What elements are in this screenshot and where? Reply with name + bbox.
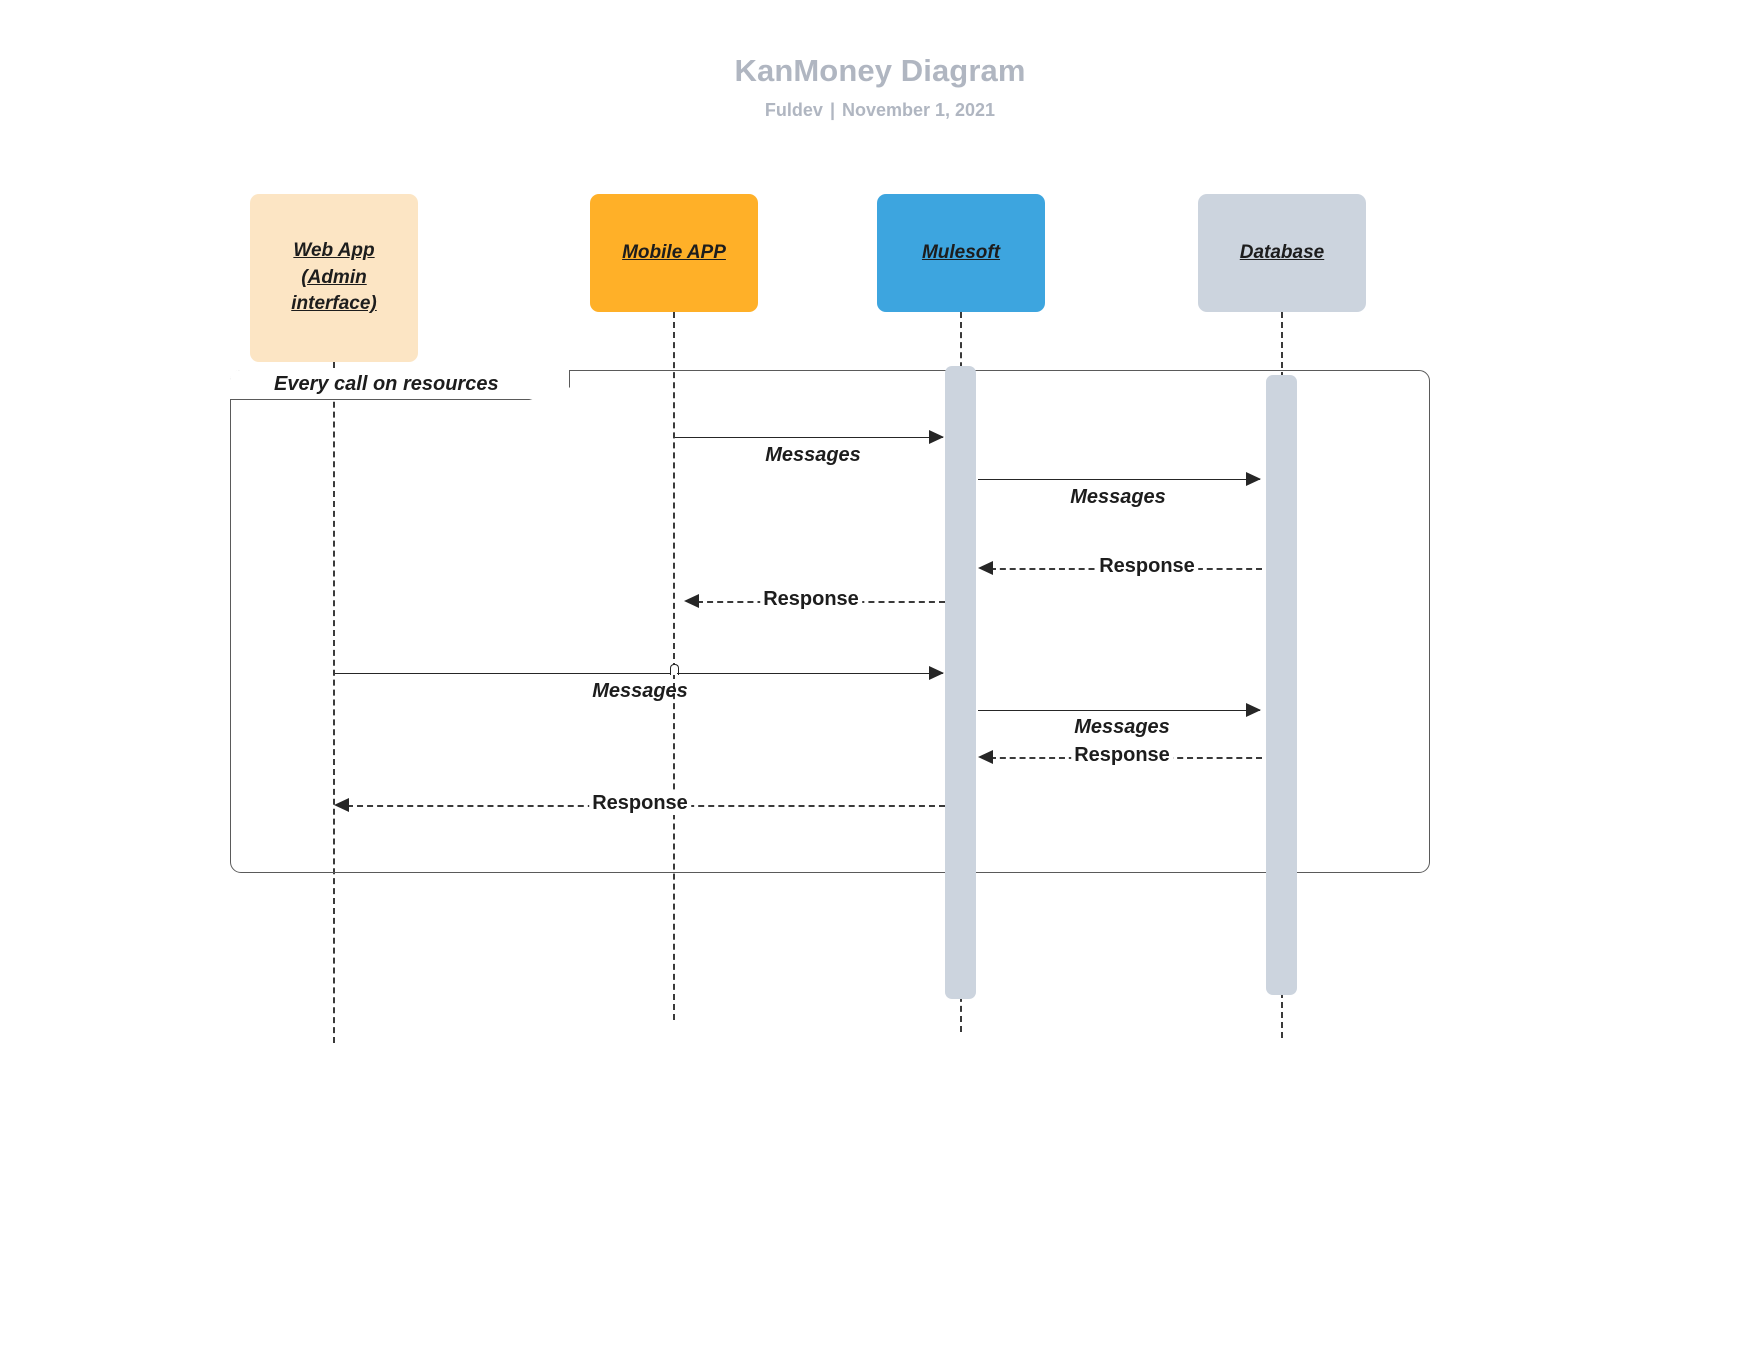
message-arrowhead-5 — [929, 666, 944, 680]
message-arrowhead-7 — [978, 750, 993, 764]
message-label-1: Messages — [765, 444, 861, 466]
fragment-label: Every call on resources — [274, 373, 499, 395]
diagram-subtitle: Fuldev | November 1, 2021 — [0, 100, 1760, 121]
message-arrowhead-8 — [334, 798, 349, 812]
message-line-6 — [978, 710, 1260, 711]
message-arrowhead-3 — [978, 561, 993, 575]
participant-label-mobile-app: Mobile APP — [622, 241, 726, 263]
diagram-header: KanMoney Diagram Fuldev | November 1, 2021 — [0, 52, 1760, 121]
activation-bar-mulesoft — [945, 366, 976, 999]
message-line-5a — [335, 673, 670, 674]
message-lifeline-hop-5 — [670, 664, 679, 675]
message-arrowhead-2 — [1246, 472, 1261, 486]
participant-label-mulesoft: Mulesoft — [921, 241, 1001, 263]
fragment-every-call-on-resources — [230, 370, 1430, 873]
diagram-date: November 1, 2021 — [841, 100, 996, 121]
fragment-tab — [230, 370, 570, 400]
message-label-4: Response — [760, 588, 862, 611]
message-label-7: Response — [1071, 744, 1173, 767]
message-arrowhead-6 — [1246, 703, 1261, 717]
participant-database[interactable]: Database — [1198, 194, 1366, 312]
participant-mobile-app[interactable]: Mobile APP — [590, 194, 758, 312]
subtitle-separator: | — [829, 100, 835, 121]
message-line-2 — [978, 479, 1260, 480]
message-arrowhead-4 — [684, 594, 699, 608]
message-label-5: Messages — [592, 680, 688, 702]
page-title: KanMoney Diagram — [734, 53, 1026, 88]
participant-mulesoft[interactable]: Mulesoft — [877, 194, 1045, 312]
message-label-8: Response — [589, 792, 691, 815]
diagram-author: Fuldev — [764, 100, 823, 121]
participant-label-web-app: Web App (Admin interface) — [291, 239, 377, 315]
message-label-2: Messages — [1070, 486, 1166, 508]
message-arrowhead-1 — [929, 430, 944, 444]
message-line-5b — [677, 673, 943, 674]
message-label-6: Messages — [1074, 716, 1170, 738]
message-label-3: Response — [1096, 555, 1198, 578]
lifeline-web-app — [333, 362, 335, 1043]
participant-web-app[interactable]: Web App (Admin interface) — [250, 194, 418, 362]
participant-label-database: Database — [1239, 241, 1325, 263]
activation-bar-database — [1266, 375, 1297, 995]
message-line-1 — [675, 437, 943, 438]
